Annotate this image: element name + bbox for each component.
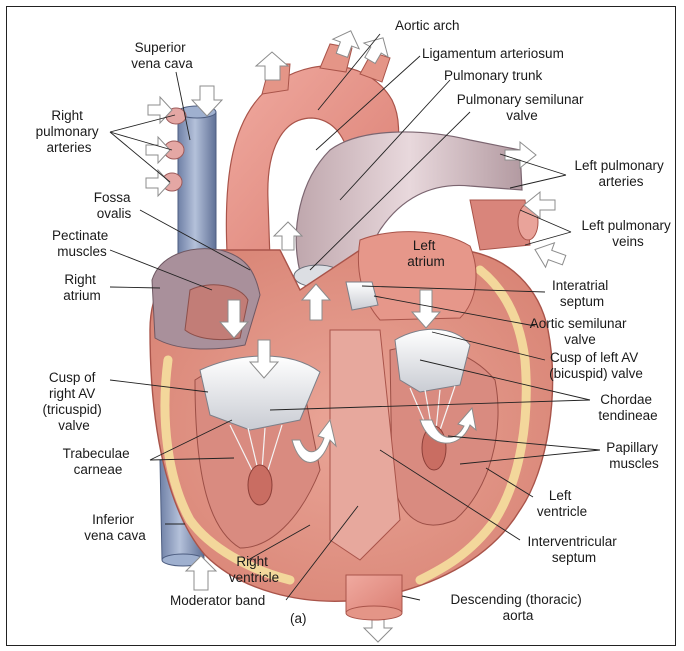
label-left-ventricle: Left ventricle [537,488,587,519]
label-left-pulmonary-veins: Left pulmonary veins [581,218,674,249]
label-papillary-muscles: Papillary muscles [606,440,662,471]
label-trabeculae-carneae: Trabeculae carneae [63,446,134,477]
label-superior-vena-cava: Superior vena cava [131,40,193,71]
label-inferior-vena-cava: Inferior vena cava [84,512,146,543]
label-left-pulmonary-arteries: Left pulmonary arteries [574,158,667,189]
label-left-atrium: Left atrium [407,238,445,269]
label-interventricular-septum: Interventricular septum [527,534,620,565]
label-chordae-tendineae: Chordae tendineae [598,392,657,423]
label-right-ventricle: Right ventricle [229,554,279,585]
label-fossa-ovalis: Fossa ovalis [94,190,135,221]
label-pulmonary-semilunar-valve: Pulmonary semilunar valve [457,92,588,123]
label-right-pulmonary-arteries: Right pulmonary arteries [36,108,103,155]
label-pulmonary-trunk: Pulmonary trunk [444,68,543,83]
label-interatrial-septum: Interatrial septum [552,278,612,309]
label-ligamentum-arteriosum: Ligamentum arteriosum [422,46,564,61]
label-moderator-band: Moderator band [170,593,265,608]
papillary-right [248,465,272,505]
label-right-atrium: Right atrium [63,272,101,303]
label-pectinate-muscles: Pectinate muscles [52,228,112,259]
label-cusp-left-av: Cusp of left AV (bicuspid) valve [549,350,643,381]
label-aortic-arch: Aortic arch [395,18,460,33]
label-descending-aorta: Descending (thoracic) aorta [450,592,585,623]
label-cusp-right-av: Cusp of right AV (tricuspid) valve [42,370,105,433]
figure-tag: (a) [290,611,307,626]
